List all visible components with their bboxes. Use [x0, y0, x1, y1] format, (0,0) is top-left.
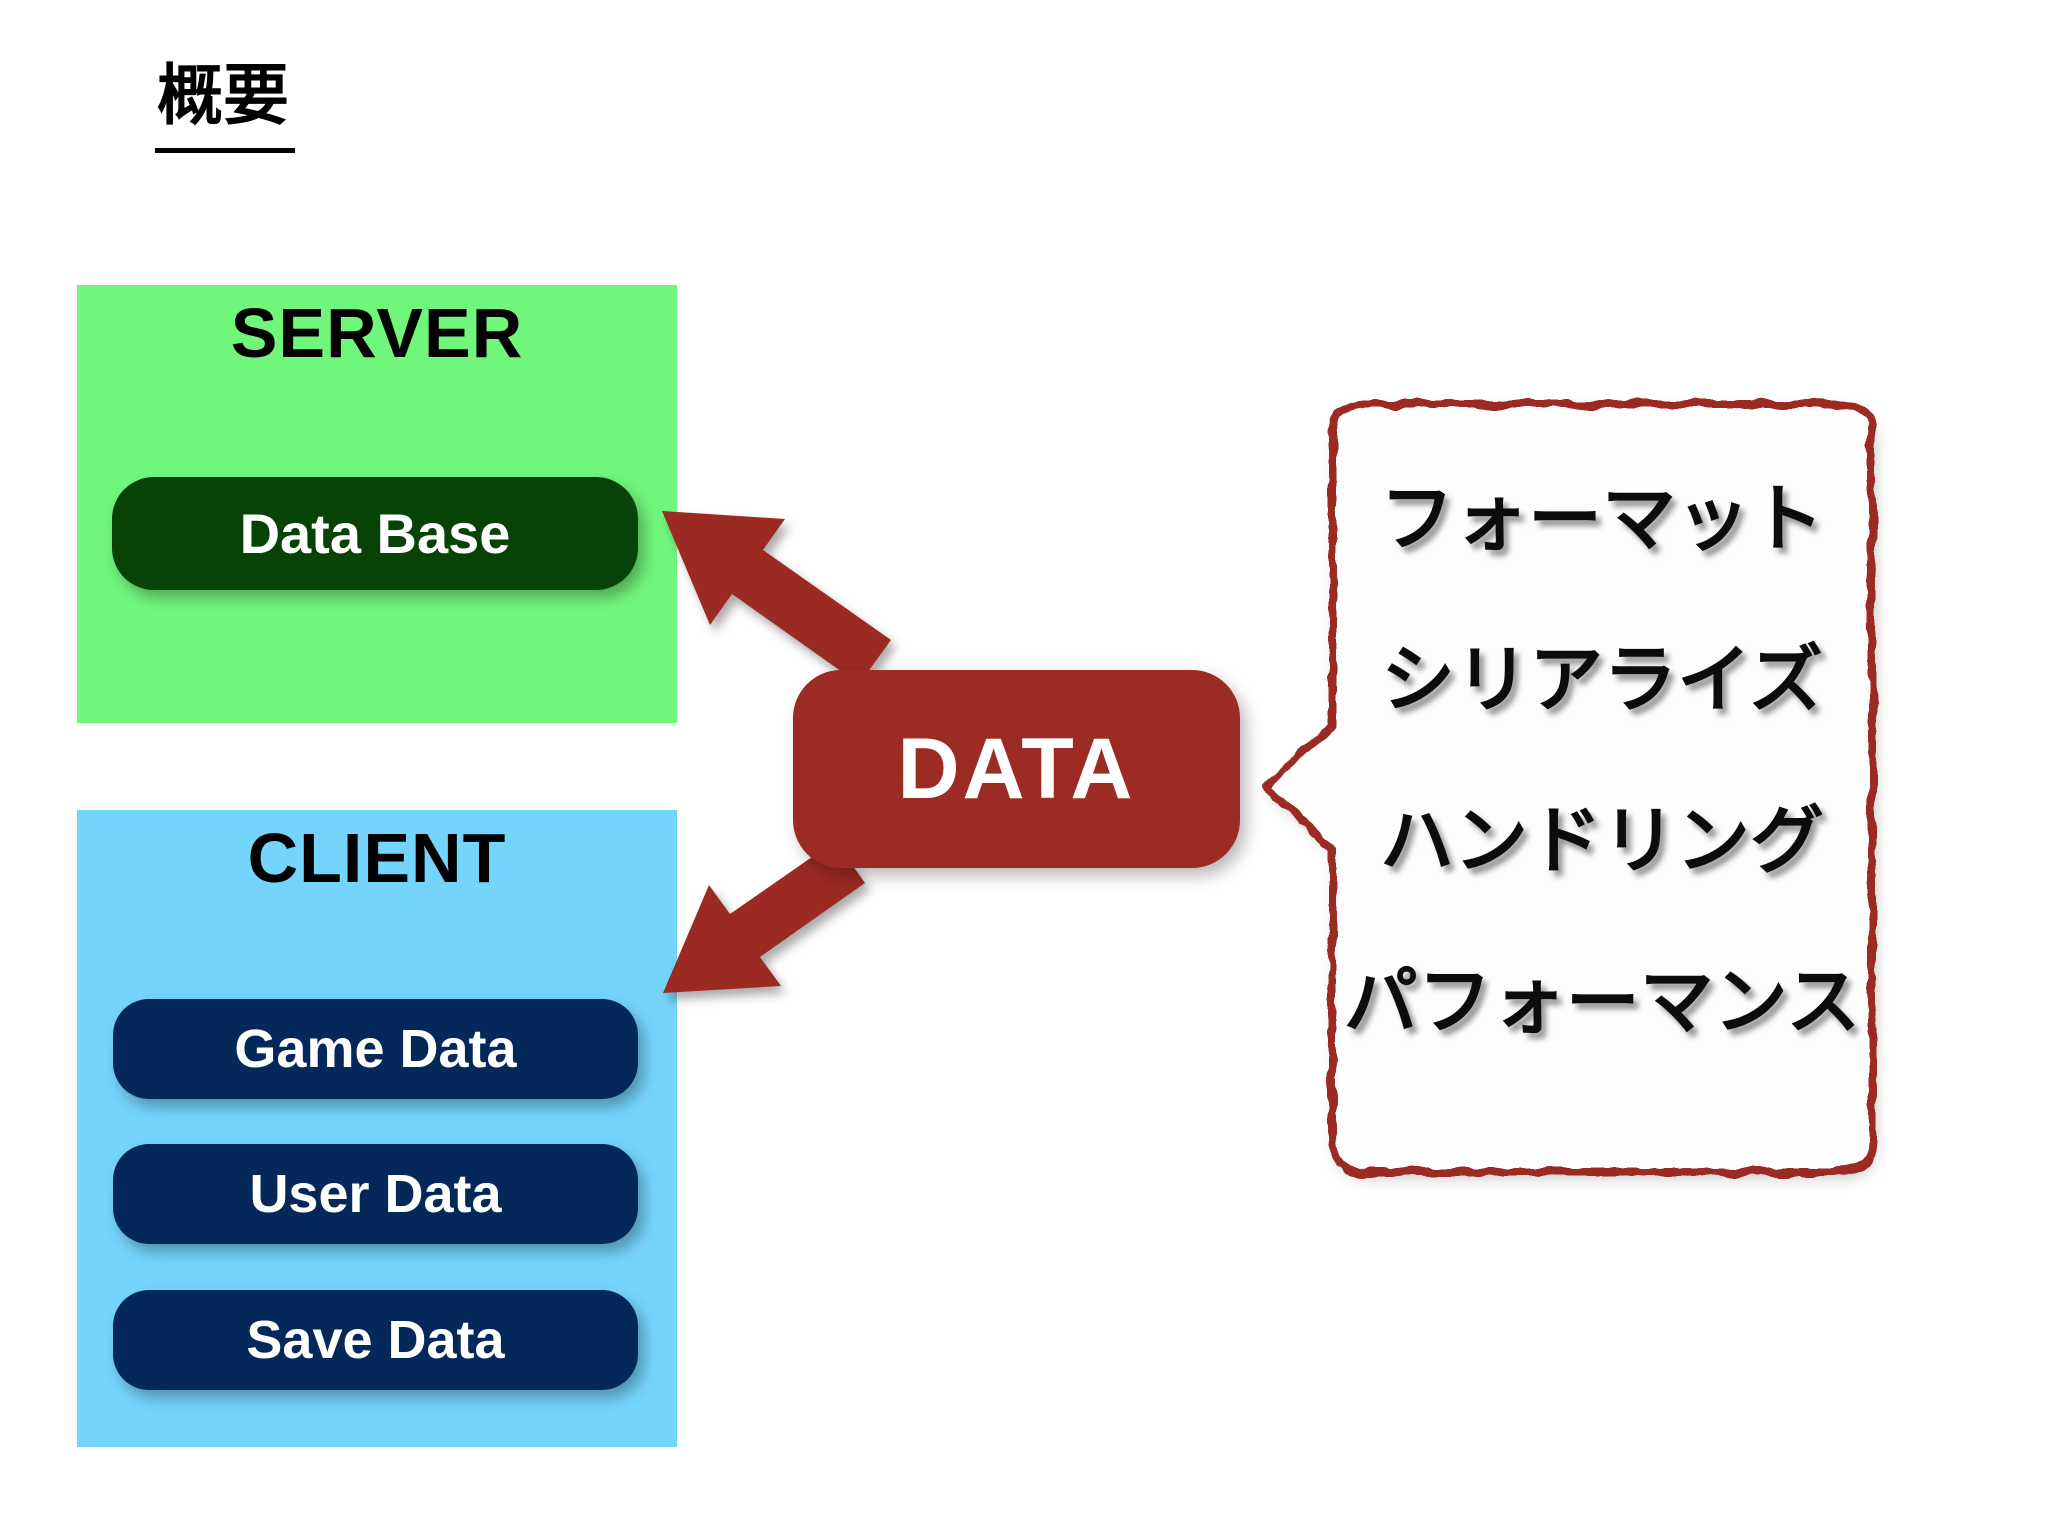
user-data-pill: User Data: [113, 1144, 638, 1244]
server-panel-label: SERVER: [230, 294, 524, 372]
save-data-pill: Save Data: [113, 1290, 638, 1390]
data-node: DATA: [793, 670, 1240, 868]
arrow-data-to-database: [662, 511, 891, 684]
slide-title: 概要: [155, 42, 295, 153]
callout-line-handling: ハンドリング: [1380, 798, 1824, 882]
callout-line-serialize: シリアライズ: [1381, 637, 1823, 721]
client-panel-label: CLIENT: [247, 819, 507, 897]
database-pill: Data Base: [112, 477, 638, 590]
game-data-pill: Game Data: [113, 999, 638, 1099]
callout-line-format: フォーマット: [1380, 476, 1824, 560]
callout-line-performance: パフォーマンス: [1343, 959, 1861, 1043]
